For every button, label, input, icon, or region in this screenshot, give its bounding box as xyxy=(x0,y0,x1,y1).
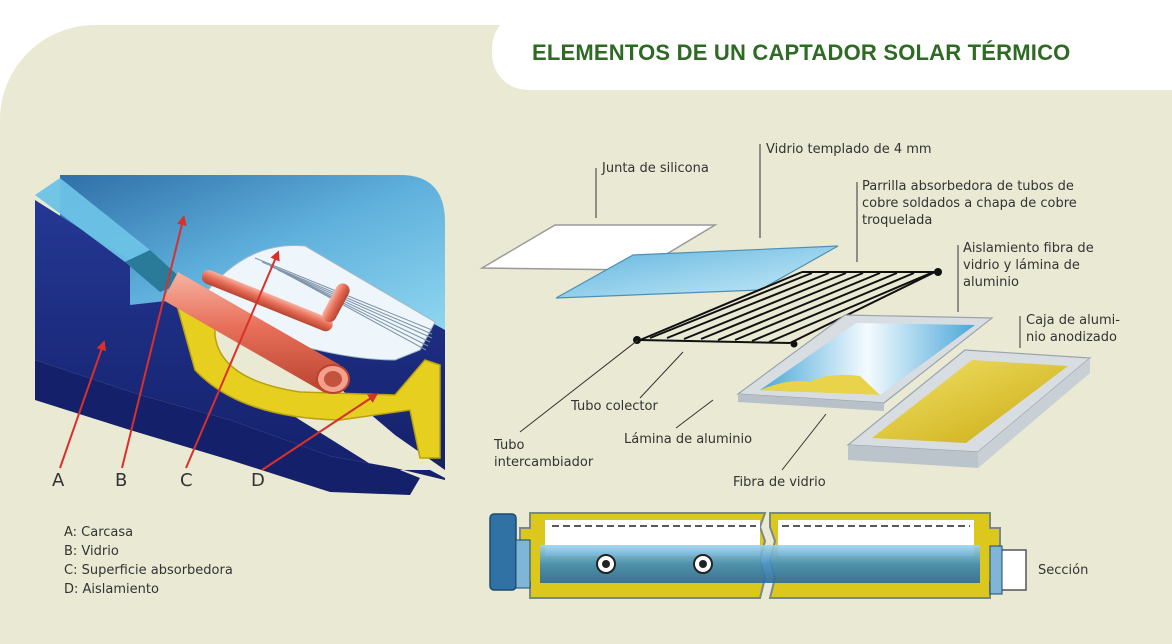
title-tab xyxy=(492,12,1172,90)
marker-c: C xyxy=(180,470,193,491)
grid-end-bottom xyxy=(790,340,798,348)
marker-b: B xyxy=(115,470,128,491)
label-collector-tube: Tubo colector xyxy=(571,399,658,414)
copper-header-tube xyxy=(163,272,350,394)
casing-bottom xyxy=(35,200,420,495)
label-tempered-glass: Vidrio templado de 4 mm xyxy=(766,142,932,157)
marker-arrows xyxy=(59,215,379,471)
exploded-view xyxy=(479,144,1092,599)
cross-section-legend: A: Carcasa B: Vidrio C: Superficie absor… xyxy=(64,523,233,599)
collector-cross-section xyxy=(35,175,445,495)
legend-item-d: D: Aislamiento xyxy=(64,582,159,597)
label-aluminium-sheet: Lámina de aluminio xyxy=(624,432,753,447)
tempered-glass xyxy=(555,245,839,299)
label-silicone-gasket: Junta de silicona xyxy=(602,161,709,176)
glass-strip xyxy=(35,178,150,262)
section-view xyxy=(489,512,1027,599)
label-case: Caja de alumi- nio anodizado xyxy=(1026,313,1120,345)
label-exchanger-tube: Tubo intercambiador xyxy=(494,438,594,470)
page-title: ELEMENTOS DE UN CAPTADOR SOLAR TÉRMICO xyxy=(532,40,1071,65)
label-absorber-grid: Parrilla absorbedora de tubos de cobre s… xyxy=(862,179,1077,228)
absorber-grid xyxy=(639,271,936,344)
label-section: Sección xyxy=(1038,563,1089,578)
legend-item-b: B: Vidrio xyxy=(64,544,119,559)
absorber-fins xyxy=(254,257,433,351)
glass-edge xyxy=(125,250,185,292)
insulation-tray xyxy=(736,314,994,411)
legend-item-a: A: Carcasa xyxy=(64,525,134,540)
aluminium-case xyxy=(846,349,1092,468)
copper-riser xyxy=(201,270,333,332)
copper-riser-stub xyxy=(322,283,350,323)
label-glass-fibre: Fibra de vidrio xyxy=(733,475,826,490)
label-insulation: Aislamiento fibra de vidrio y lámina de … xyxy=(963,241,1094,290)
marker-d: D xyxy=(251,470,265,491)
legend-item-c: C: Superficie absorbedora xyxy=(64,563,233,578)
marker-a: A xyxy=(52,470,65,491)
grid-end-right xyxy=(934,268,942,276)
leader-lines xyxy=(519,144,1021,471)
